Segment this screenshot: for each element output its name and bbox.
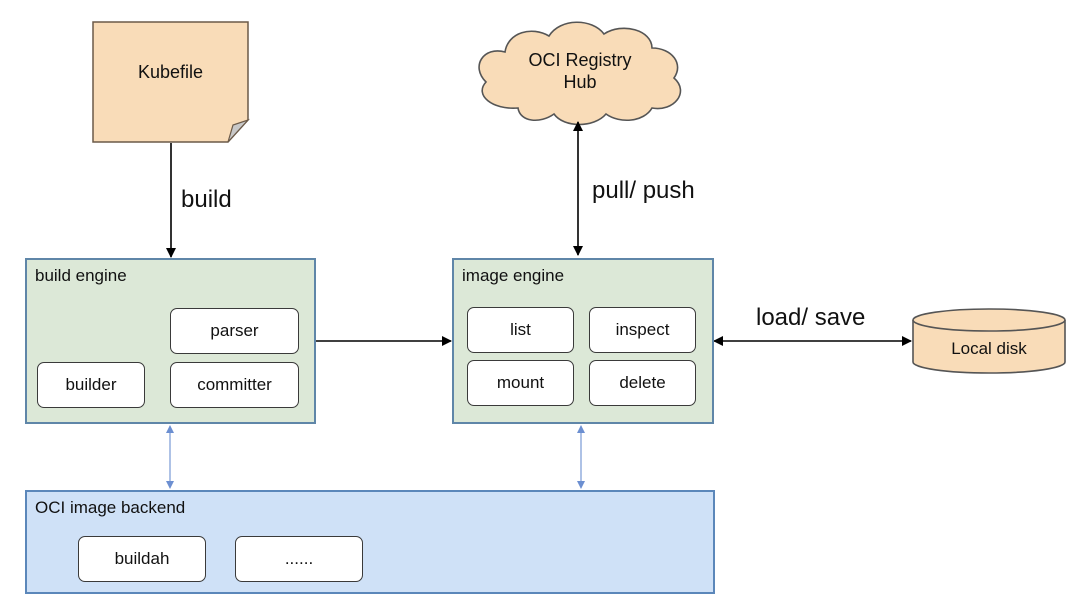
image-engine-title: image engine (462, 266, 565, 285)
mount-box: mount (467, 360, 574, 406)
image-engine-panel: image engine list inspect mount delete (452, 258, 714, 424)
load-save-edge-label: load/ save (756, 304, 866, 331)
build-edge-label: build (181, 186, 232, 213)
kubefile-note (92, 21, 250, 143)
build-engine-panel: build engine parser builder committer (25, 258, 316, 424)
more-backends-box: ...... (235, 536, 363, 582)
registry-label-line1: OCI Registry (528, 50, 632, 70)
local-disk-cylinder (912, 308, 1066, 374)
builder-box: builder (37, 362, 145, 408)
build-engine-title: build engine (35, 266, 127, 285)
oci-backend-title: OCI image backend (35, 498, 186, 517)
buildah-box: buildah (78, 536, 206, 582)
kubefile-label: Kubefile (137, 61, 204, 82)
committer-box: committer (170, 362, 299, 408)
registry-label-line2: Hub (563, 72, 597, 92)
list-box: list (467, 307, 574, 353)
parser-box: parser (170, 308, 299, 354)
delete-box: delete (589, 360, 696, 406)
registry-cloud (478, 21, 682, 126)
registry-label: OCI Registry Hub (505, 46, 655, 96)
oci-backend-panel: OCI image backend buildah ...... (25, 490, 715, 594)
pull-push-edge-label: pull/ push (592, 177, 695, 204)
local-disk-label: Local disk (951, 339, 1027, 358)
inspect-box: inspect (589, 307, 696, 353)
